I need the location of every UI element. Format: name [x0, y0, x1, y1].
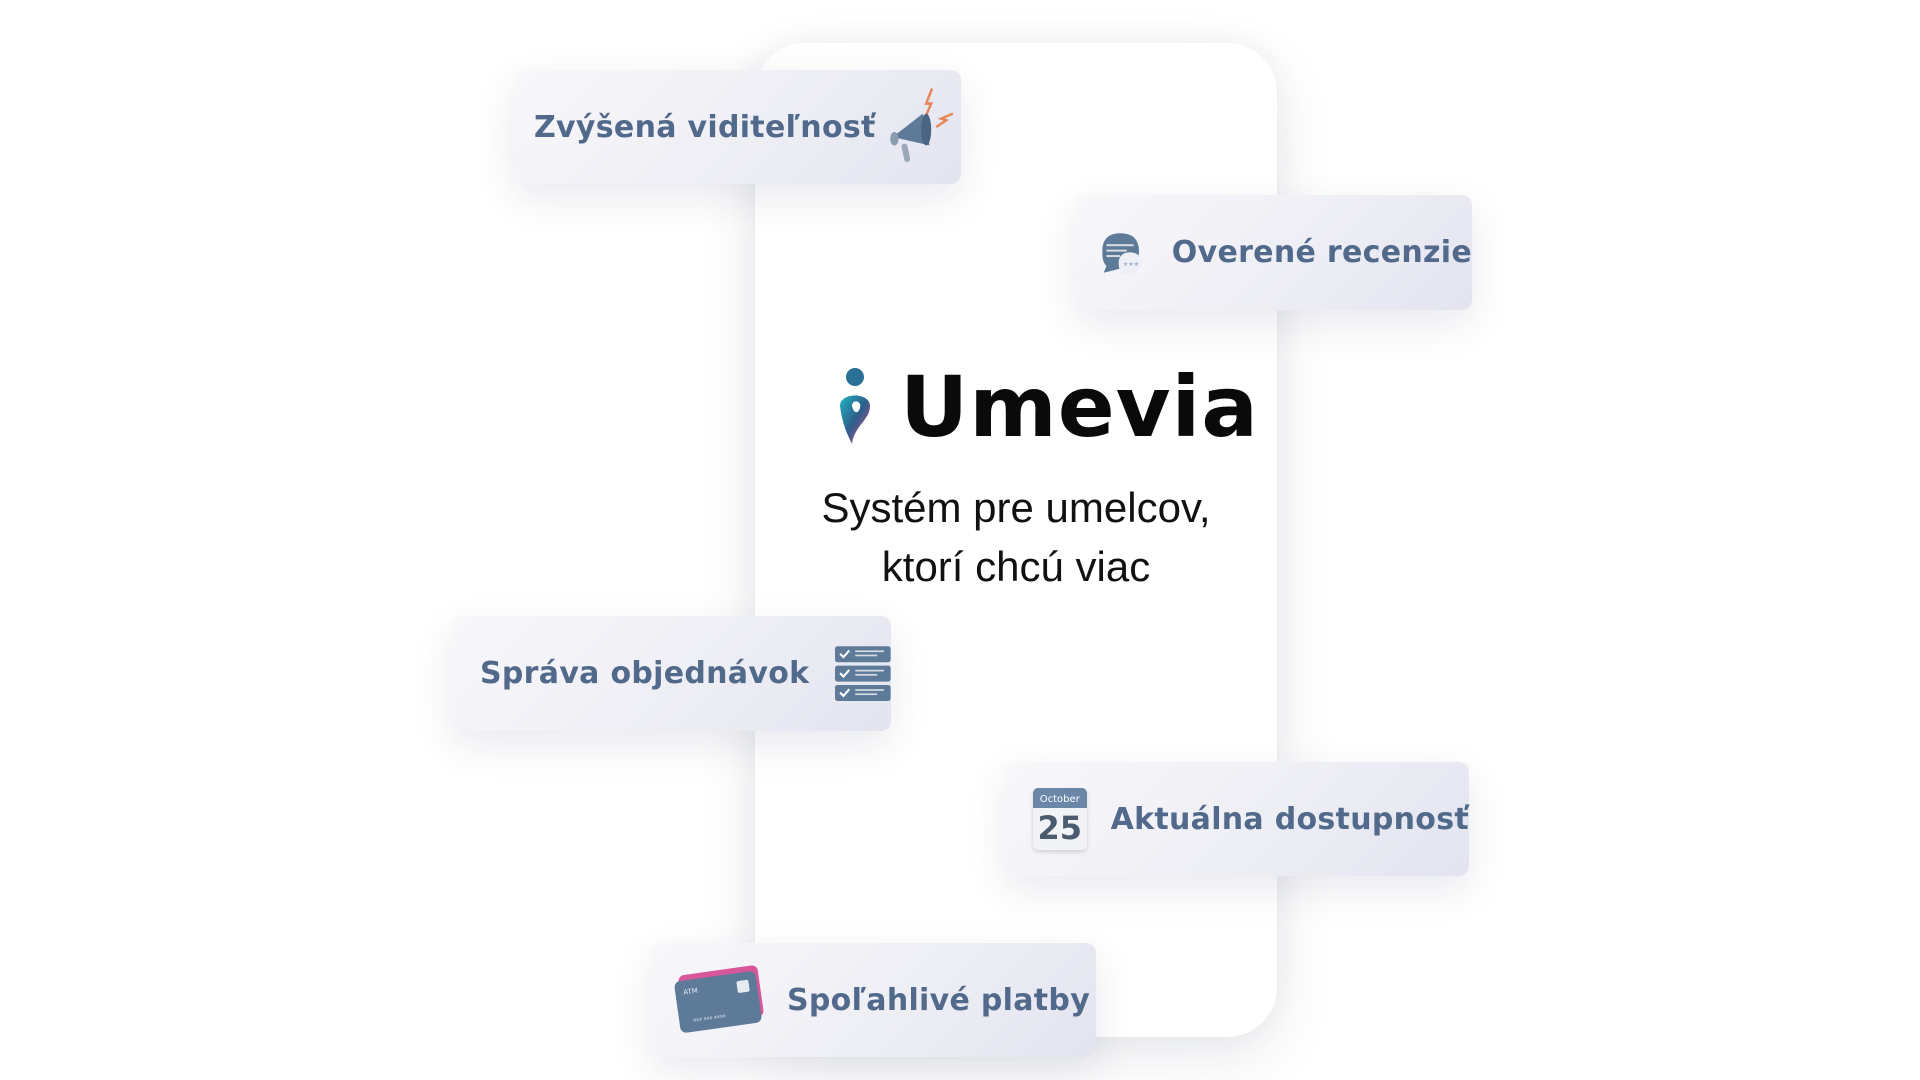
feature-card-payments: ATM xxx xxx xxxx Spoľahlivé platby — [651, 943, 1096, 1057]
card-number-text: xxx xxx xxxx — [692, 1013, 727, 1024]
review-chat-icon: ★★★ — [1102, 232, 1142, 274]
tagline: Systém pre umelcov, ktorí chcú viac — [755, 478, 1277, 596]
feature-card-visibility: Zvýšená viditeľnosť — [514, 70, 961, 184]
svg-text:★★★: ★★★ — [1123, 260, 1140, 267]
megaphone-icon — [889, 88, 954, 162]
umevia-logo-icon — [840, 368, 870, 444]
tagline-line-2: ktorí chcú viac — [881, 543, 1151, 590]
checklist-icon — [835, 645, 891, 701]
calendar-month: October — [1033, 788, 1087, 808]
feature-label: Aktuálna dostupnosť — [1110, 801, 1469, 837]
feature-label: Správa objednávok — [480, 656, 810, 691]
feature-label: Overené recenzie — [1171, 235, 1472, 270]
tagline-line-1: Systém pre umelcov, — [821, 484, 1211, 531]
credit-card-icon: ATM xxx xxx xxxx — [673, 964, 765, 1034]
calendar-day: 25 — [1037, 809, 1083, 847]
feature-card-orders: Správa objednávok — [452, 616, 891, 731]
card-atm-text: ATM — [682, 986, 699, 997]
feature-label: Spoľahlivé platby — [787, 982, 1091, 1018]
brand-name: Umevia — [900, 358, 1259, 456]
calendar-icon: October 25 — [1033, 788, 1087, 850]
feature-card-availability: October 25 Aktuálna dostupnosť — [1005, 762, 1469, 876]
feature-card-reviews: ★★★ Overené recenzie — [1075, 195, 1472, 310]
brand-logo: Umevia — [830, 358, 1259, 456]
feature-label: Zvýšená viditeľnosť — [534, 109, 876, 145]
